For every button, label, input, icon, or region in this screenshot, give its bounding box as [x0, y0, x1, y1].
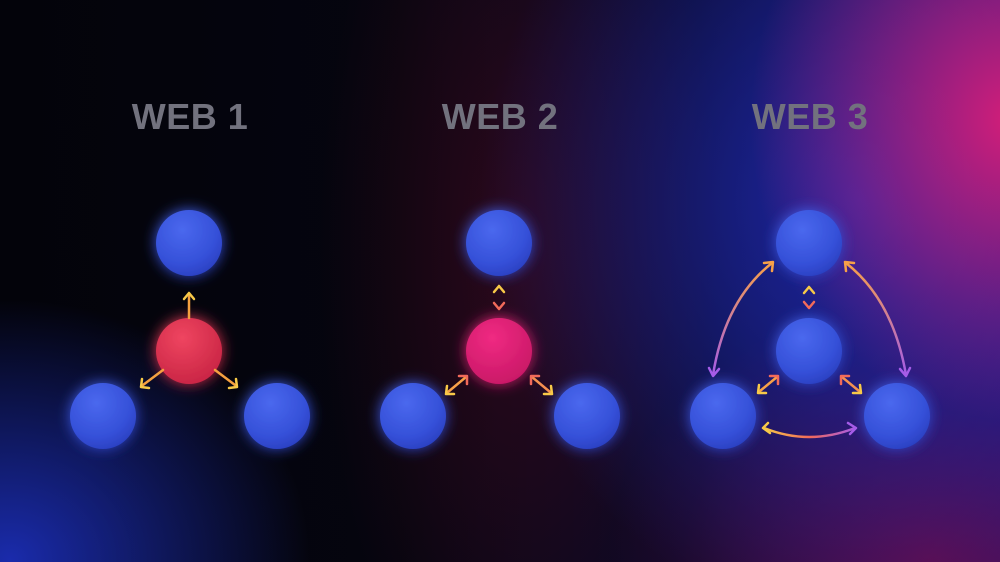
web2-arrows	[444, 284, 554, 396]
web2-node-left	[380, 383, 446, 449]
web3-node-center	[776, 318, 842, 384]
web3-node-top	[776, 210, 842, 276]
web2-diagram	[380, 210, 620, 449]
arc-arrow-left-icon	[711, 261, 774, 377]
web1-arrows	[139, 291, 239, 390]
web2-title: WEB 2	[441, 96, 559, 137]
double-arrow-diag-right-icon	[840, 375, 861, 393]
web1-center-server-node	[156, 318, 222, 384]
web1-node-top	[156, 210, 222, 276]
web2-node-right	[554, 383, 620, 449]
web1-node-right	[244, 383, 310, 449]
web2-node-top	[466, 210, 532, 276]
arrow-down-left-icon	[141, 368, 165, 387]
double-arrow-diag-right-icon	[530, 375, 552, 394]
web2-center-platform-node	[466, 318, 532, 384]
arc-arrow-right-icon	[844, 261, 908, 377]
web1-node-left	[70, 383, 136, 449]
web3-node-right	[864, 383, 930, 449]
web3-title: WEB 3	[751, 96, 869, 137]
arrow-down-right-icon	[213, 368, 237, 387]
web3-diagram	[690, 210, 930, 449]
double-arrow-diag-left-icon	[758, 375, 779, 393]
web3-arrows	[707, 260, 912, 439]
web3-node-left	[690, 383, 756, 449]
arc-arrow-bottom-icon	[762, 426, 857, 439]
double-arrow-diag-left-icon	[446, 375, 468, 394]
web1-diagram	[70, 210, 310, 449]
web1-title: WEB 1	[131, 96, 249, 137]
